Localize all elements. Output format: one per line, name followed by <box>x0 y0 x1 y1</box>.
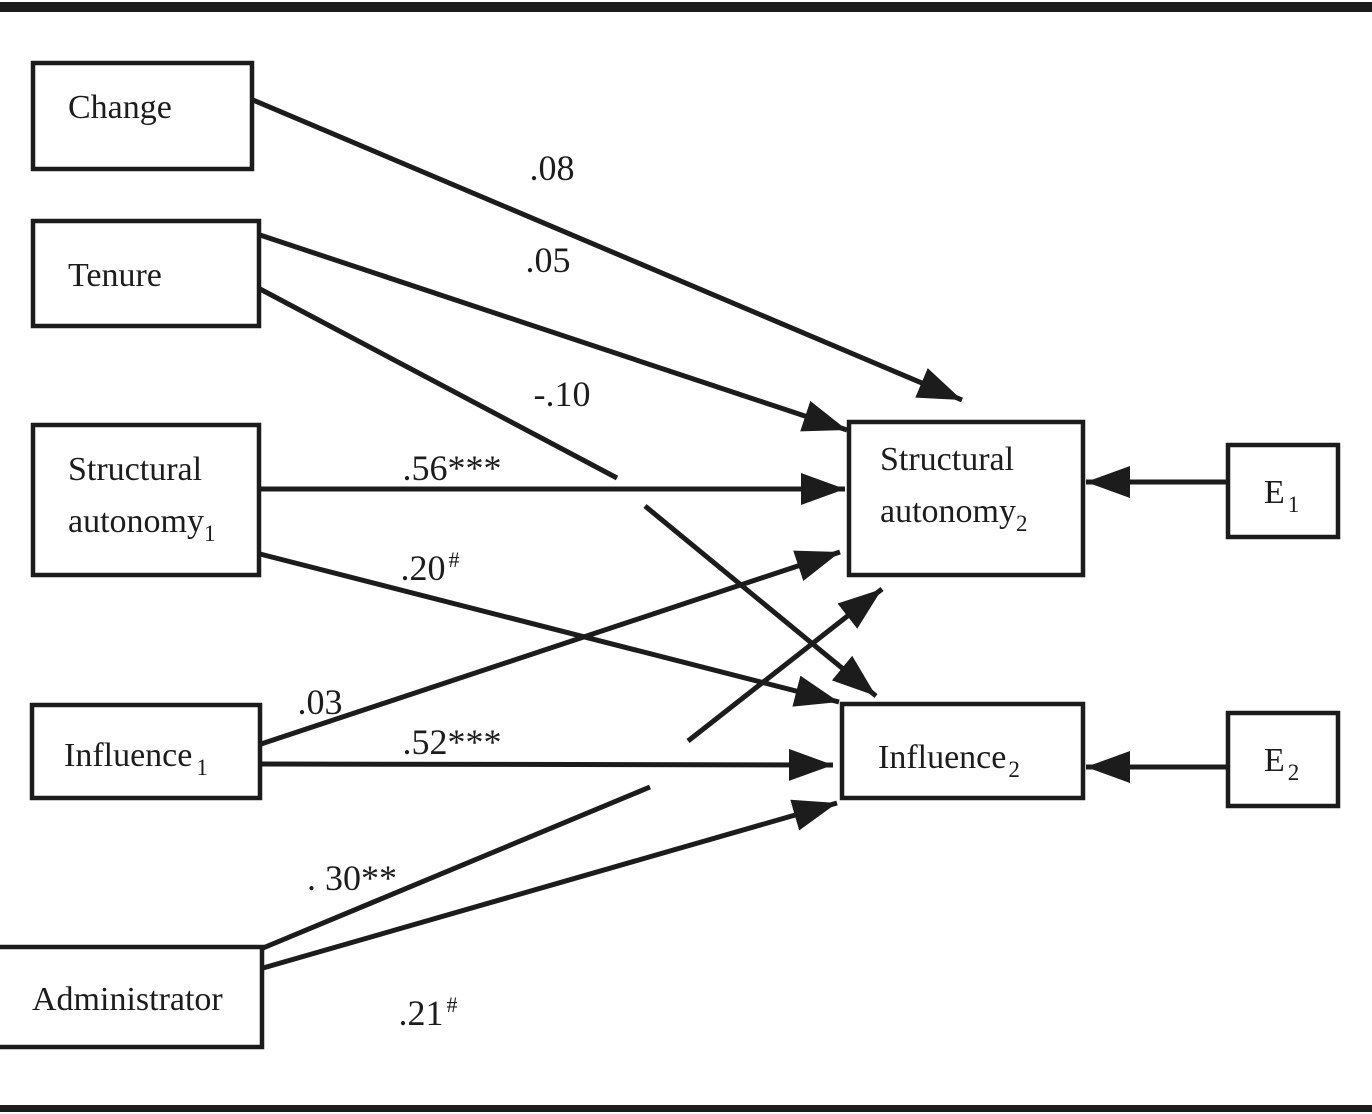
change-box <box>30 60 255 172</box>
structural-autonomy2-label-line2: autonomy2 <box>880 493 1027 536</box>
tenure-box <box>30 218 262 329</box>
e2-box <box>1225 710 1341 809</box>
change-box-label: Change <box>68 89 172 126</box>
influence2-box <box>839 701 1086 801</box>
coef-admin-sa2: . 30** <box>307 858 397 898</box>
influence2-label: Influence2 <box>878 739 1020 782</box>
arrow-inf1-to-sa2 <box>260 549 841 747</box>
administrator-box <box>0 944 265 1050</box>
coef-tenure-sa2: .05 <box>526 240 571 280</box>
influence1-box <box>29 702 263 801</box>
structural-autonomy1-label-line2: autonomy1 <box>68 503 215 546</box>
arrow-sa1-to-inf2 <box>259 551 840 707</box>
tenure-box-label: Tenure <box>68 257 162 294</box>
bottom-border <box>0 1105 1372 1112</box>
administrator-label: Administrator <box>32 981 223 1018</box>
coef-sa1-sa2: .56*** <box>403 448 502 488</box>
coef-inf1-sa2: .03 <box>298 682 343 722</box>
arrow-inf1-to-inf2 <box>260 748 834 781</box>
structural-autonomy2-box <box>846 419 1086 578</box>
arrow-tenure-to-sa2 <box>259 232 848 433</box>
coef-tenure-inf2: -.10 <box>534 374 591 414</box>
e1-box <box>1225 442 1341 540</box>
arrow-admin-to-sa2-segment2 <box>686 587 884 743</box>
top-border <box>0 2 1372 12</box>
structural-autonomy1-box <box>30 422 262 578</box>
arrow-tenure-to-inf2-segment2 <box>643 504 878 698</box>
coef-admin-inf2: .21# <box>399 992 458 1033</box>
coef-sa1-inf2: .20# <box>401 547 460 588</box>
arrow-change-to-sa2 <box>252 97 963 403</box>
arrow-admin-to-inf2 <box>262 799 838 971</box>
coef-inf1-inf2: .52*** <box>403 722 502 762</box>
structural-autonomy1-label-line1: Structural <box>68 451 202 488</box>
coef-change-sa2: .08 <box>530 148 575 188</box>
structural-autonomy2-label-line1: Structural <box>880 441 1014 478</box>
arrow-tenure-to-inf2-segment1 <box>258 286 619 481</box>
arrow-admin-to-sa2-segment1 <box>262 784 651 951</box>
